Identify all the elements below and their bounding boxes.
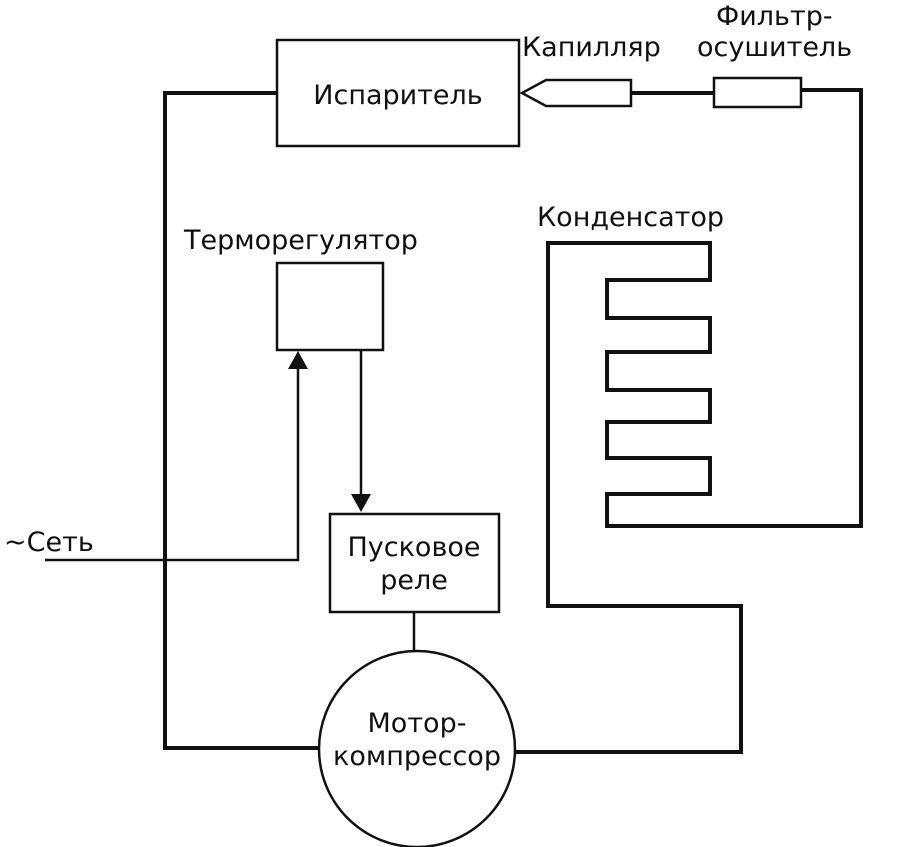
capillary-label: Капилляр	[522, 32, 661, 63]
start-relay-label-line1: Пусковое	[348, 532, 481, 563]
arrow-down-icon	[351, 494, 371, 512]
motor-compressor-circle	[317, 649, 517, 847]
thermostat-box	[275, 261, 385, 352]
arrow-up-icon	[288, 351, 308, 369]
motor-compressor-label-line2: компрессор	[333, 741, 501, 772]
evaporator-label: Испаритель	[313, 80, 482, 111]
condenser-coil	[515, 88, 863, 754]
mains-label: ~Сеть	[4, 527, 94, 558]
start-relay-box	[328, 512, 501, 614]
filter-drier-label-line1: Фильтр-	[716, 1, 833, 32]
capillary-tube	[519, 78, 633, 108]
mains-wire	[45, 368, 300, 562]
suction-line	[163, 91, 318, 750]
start-relay-label-line2: реле	[380, 565, 448, 596]
motor-compressor-label-line1: Мотор-	[368, 708, 467, 739]
filter-drier	[712, 76, 803, 109]
condenser-label: Конденсатор	[537, 202, 724, 233]
filter-drier-label-line2: осушитель	[697, 32, 852, 63]
thermostat-label: Терморегулятор	[183, 225, 418, 256]
evaporator-box	[275, 38, 521, 148]
